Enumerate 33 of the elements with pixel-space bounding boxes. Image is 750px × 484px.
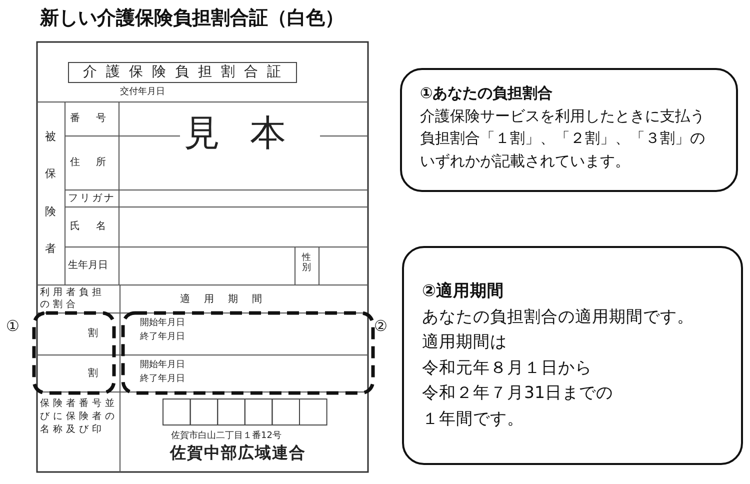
callout-text: 介護保険サービスを利用したときに支払う負担割合「１割」、「２割」、「３割」のいずれかが記載されています。 [420, 106, 706, 172]
callout-number: ② [374, 318, 388, 334]
field-label: 性別 [302, 254, 312, 274]
field-label: 割 [88, 328, 98, 339]
callout-box [400, 68, 738, 192]
field-label: 開始年月日 [140, 319, 185, 329]
field-label: 氏名 [70, 221, 122, 232]
callout-number: ① [6, 318, 20, 334]
callout-text: １年間です。 [422, 408, 525, 430]
insurer-name: 佐賀中部広域連合 [170, 444, 306, 462]
insured-person-label: 被保険者 [45, 129, 57, 258]
callout-text: 令和元年８月１日から [422, 356, 593, 379]
field-label: 割 [88, 368, 98, 379]
field-label: 住所 [70, 157, 122, 168]
field-label: フリガナ [68, 193, 116, 204]
field-label: 開始年月日 [140, 361, 185, 371]
callout-text: 令和２年７月31日までの [422, 382, 614, 404]
callout-box [402, 246, 743, 465]
field-label: 保険者番号並びに保険者の名称及び印 [40, 398, 118, 436]
field-label: 終了年月日 [140, 375, 185, 385]
field-label: 利用者負担の割合 [40, 287, 106, 312]
issue-date-label: 交付年月日 [120, 88, 165, 98]
form-title: 介護保険負担割合証 [68, 62, 297, 84]
field-label: 適用期間 [180, 294, 276, 305]
callout-text: あなたの負担割合の適用期間です。 [422, 306, 695, 328]
address-text: 佐賀市白山二丁目１番12号 [171, 432, 282, 442]
field-label: 終了年月日 [140, 333, 185, 343]
callout-text: 適用期間は [422, 331, 508, 354]
callout-heading: ②適用期間 [422, 280, 505, 302]
callout-heading: ①あなたの負担割合 [420, 83, 554, 104]
field-label: 生年月日 [68, 260, 108, 271]
field-label: 番号 [70, 113, 122, 124]
page-title: 新しい介護保険負担割合証（白色） [40, 8, 344, 29]
